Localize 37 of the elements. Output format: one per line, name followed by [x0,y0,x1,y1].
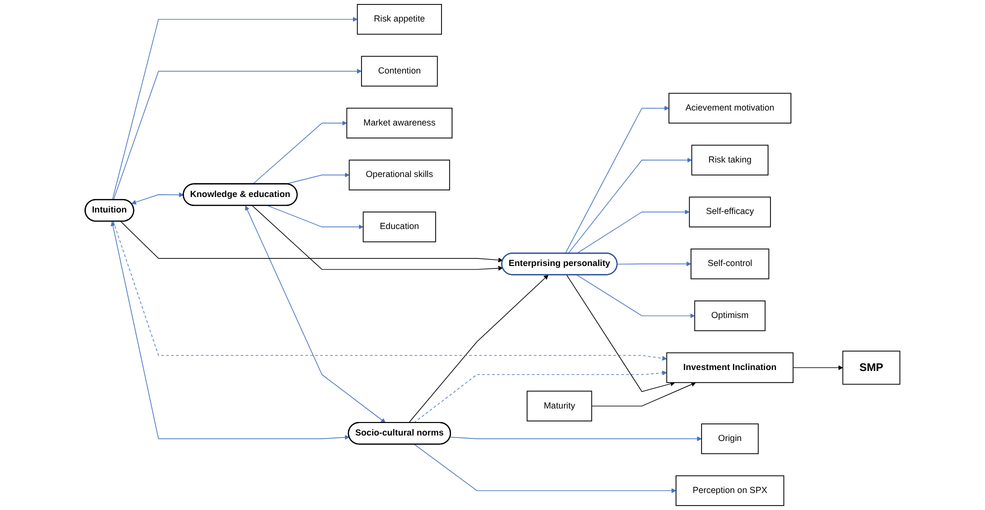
arrow [566,274,676,392]
node-box: Acievement motivation [668,92,792,124]
arrow [252,120,347,184]
arrow [112,221,667,361]
node-box: Perception on SPX [676,475,784,506]
arrow [110,221,350,440]
arrow [112,16,358,200]
arrow [408,274,548,424]
node-box: Market awareness [346,108,452,138]
node-box: Maturity [526,390,592,422]
node-box: Contention [361,56,438,87]
node-box: Risk appetite [356,4,442,35]
arrow [113,68,362,200]
arrow [576,274,695,318]
arrow [252,205,503,271]
node-box: Operational skills [348,160,450,190]
arrow [576,210,690,254]
arrow [591,382,696,406]
arrow [120,221,503,262]
node-box: Investment Inclination [666,352,794,384]
arrow [568,158,692,254]
arrow [616,261,692,266]
arrow [245,206,386,423]
arrow [414,370,667,424]
arrow [414,444,676,494]
arrow [450,436,702,442]
arrow [267,205,364,230]
node-box: Optimism [694,300,766,332]
arrow [565,106,670,254]
node-box: Education [362,212,436,242]
arrow [131,192,184,205]
node-box: SMP [842,350,900,385]
node-box: Self-efficacy [688,196,771,228]
node-box: Risk taking [691,144,768,176]
node-box: Origin [701,423,759,454]
arrow [792,365,844,370]
node-box: Self-control [690,248,770,280]
